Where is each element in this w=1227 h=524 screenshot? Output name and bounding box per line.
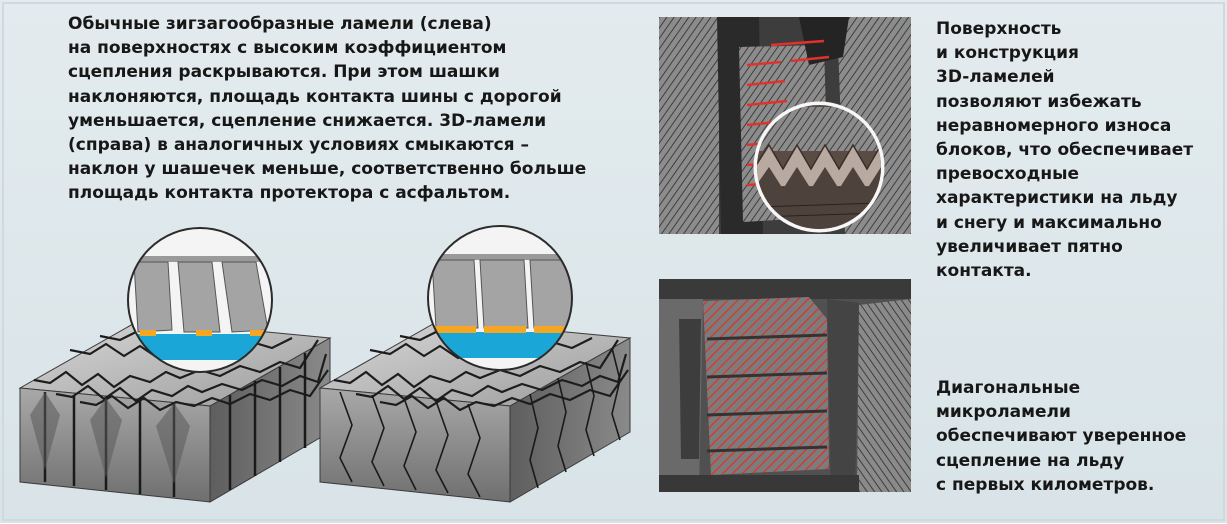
- caption-line: блоков, что обеспечивает: [936, 140, 1194, 161]
- intro-line: наклоняются, площадь контакта шины с дор…: [68, 86, 562, 107]
- intro-line: на поверхностях с высоким коэффициентом: [68, 38, 507, 59]
- caption-line: Поверхность: [936, 19, 1062, 39]
- caption-line: обеспечивают уверенное: [936, 426, 1187, 447]
- caption-line: и конструкция: [936, 43, 1079, 64]
- caption-line: позволяют избежать: [936, 91, 1142, 112]
- 3d-sipe-photo-svg: [659, 17, 911, 234]
- caption-line: контакта.: [936, 261, 1032, 282]
- caption-line: микроламели: [936, 402, 1071, 423]
- intro-line: Обычные зигзагообразные ламели (слева): [68, 14, 492, 34]
- caption-line: превосходные: [936, 164, 1079, 185]
- diagonal-microsipes-photo-svg: [659, 279, 911, 492]
- caption-line: характеристики на льду: [936, 188, 1178, 209]
- caption-line: и снегу и максимально: [936, 212, 1162, 233]
- tread-blocks-illustration: [0, 220, 650, 520]
- caption-line: с первых километров.: [936, 474, 1155, 495]
- caption-line: сцепление на льду: [936, 450, 1125, 471]
- 3d-contact-magnifier: [427, 225, 573, 371]
- tread-blocks-svg: [18, 225, 632, 503]
- intro-line: наклон у шашечек меньше, соответственно …: [68, 159, 587, 180]
- 3d-sipe-photo: [659, 17, 911, 234]
- microsipes-caption: Диагональные микроламели обеспечивают ув…: [936, 376, 1216, 497]
- caption-line: увеличивает пятно: [936, 236, 1123, 257]
- caption-line: 3D-ламелей: [936, 67, 1055, 88]
- intro-line: уменьшается, сцепление снижается. 3D-лам…: [68, 110, 547, 131]
- intro-text: Обычные зигзагообразные ламели (слева) н…: [68, 12, 633, 206]
- intro-line: (справа) в аналогичных условиях смыкаютс…: [68, 135, 530, 156]
- intro-line: площадь контакта протектора с асфальтом.: [68, 183, 511, 204]
- caption-line: Диагональные: [936, 378, 1081, 398]
- intro-line: сцепления раскрываются. При этом шашки: [68, 62, 500, 83]
- 3d-sipes-caption: Поверхность и конструкция 3D-ламелей поз…: [936, 17, 1216, 283]
- diagonal-microsipes-photo: [659, 279, 911, 492]
- caption-line: неравномерного износа: [936, 115, 1172, 136]
- zigzag-tread-block: [18, 319, 332, 503]
